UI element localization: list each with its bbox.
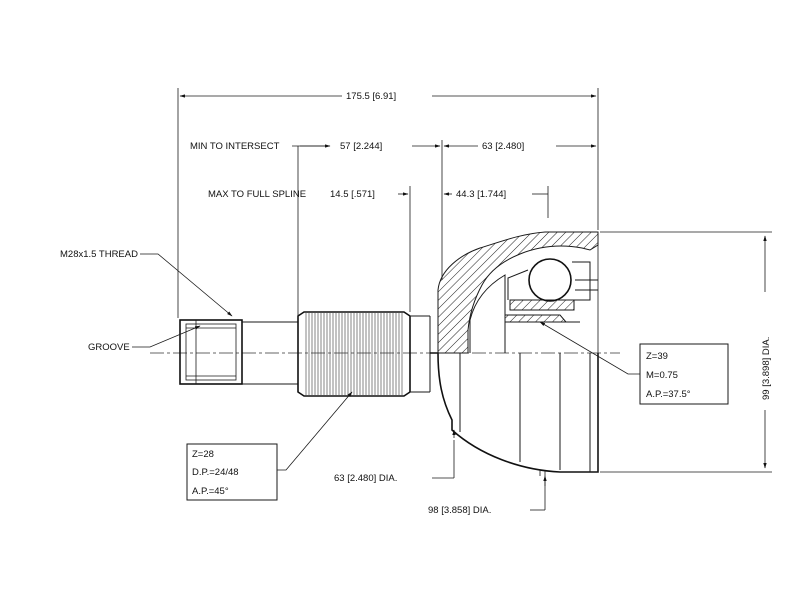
spline-ap: A.P.=45° [192, 486, 229, 497]
splined-shaft [297, 311, 431, 397]
dia-63-callout: 63 [2.480] DIA. [334, 429, 456, 484]
spline-spec-box: Z=28 D.P.=24/48 A.P.=45° [186, 391, 353, 501]
dia-63-text: 63 [2.480] DIA. [334, 473, 397, 484]
thread-callout: M28x1.5 THREAD [60, 249, 233, 317]
overall-length-text: 175.5 [6.91] [346, 91, 396, 102]
spline-to-center-value: 44.3 [1.744] [456, 189, 506, 200]
dim-max-to-full-spline: MAX TO FULL SPLINE 14.5 [.571] 44.3 [1.7… [208, 186, 549, 312]
dim-outer-dia: 99 [3.898] DIA. [600, 231, 772, 473]
ball-and-cage [507, 258, 591, 302]
inner-z: Z=39 [646, 351, 668, 362]
dim-overall-length: 175.5 [6.91] [177, 88, 599, 318]
inner-spec-box: Z=39 M=0.75 A.P.=37.5° [539, 321, 729, 405]
thread-label: M28x1.5 THREAD [60, 249, 138, 260]
groove-label: GROOVE [88, 342, 130, 353]
spline-z: Z=28 [192, 449, 214, 460]
dia-98-callout: 98 [3.858] DIA. [428, 475, 547, 516]
groove-callout: GROOVE [88, 325, 201, 353]
inner-ap: A.P.=37.5° [646, 389, 691, 400]
bell-housing-section [437, 231, 599, 472]
min-to-intersect-value: 57 [2.244] [340, 141, 382, 152]
max-to-full-spline-label: MAX TO FULL SPLINE [208, 189, 306, 200]
spline-dp: D.P.=24/48 [192, 467, 239, 478]
bell-housing [430, 352, 599, 476]
min-to-intersect-label: MIN TO INTERSECT [190, 141, 280, 152]
dia-98-text: 98 [3.858] DIA. [428, 505, 491, 516]
inner-m: M=0.75 [646, 370, 678, 381]
max-to-full-spline-value: 14.5 [.571] [330, 189, 375, 200]
threaded-end [179, 319, 243, 385]
cup-length-value: 63 [2.480] [482, 141, 524, 152]
outer-dia-text: 99 [3.898] DIA. [761, 337, 772, 400]
dim-min-to-intersect: MIN TO INTERSECT 57 [2.244] 63 [2.480] [190, 140, 597, 318]
